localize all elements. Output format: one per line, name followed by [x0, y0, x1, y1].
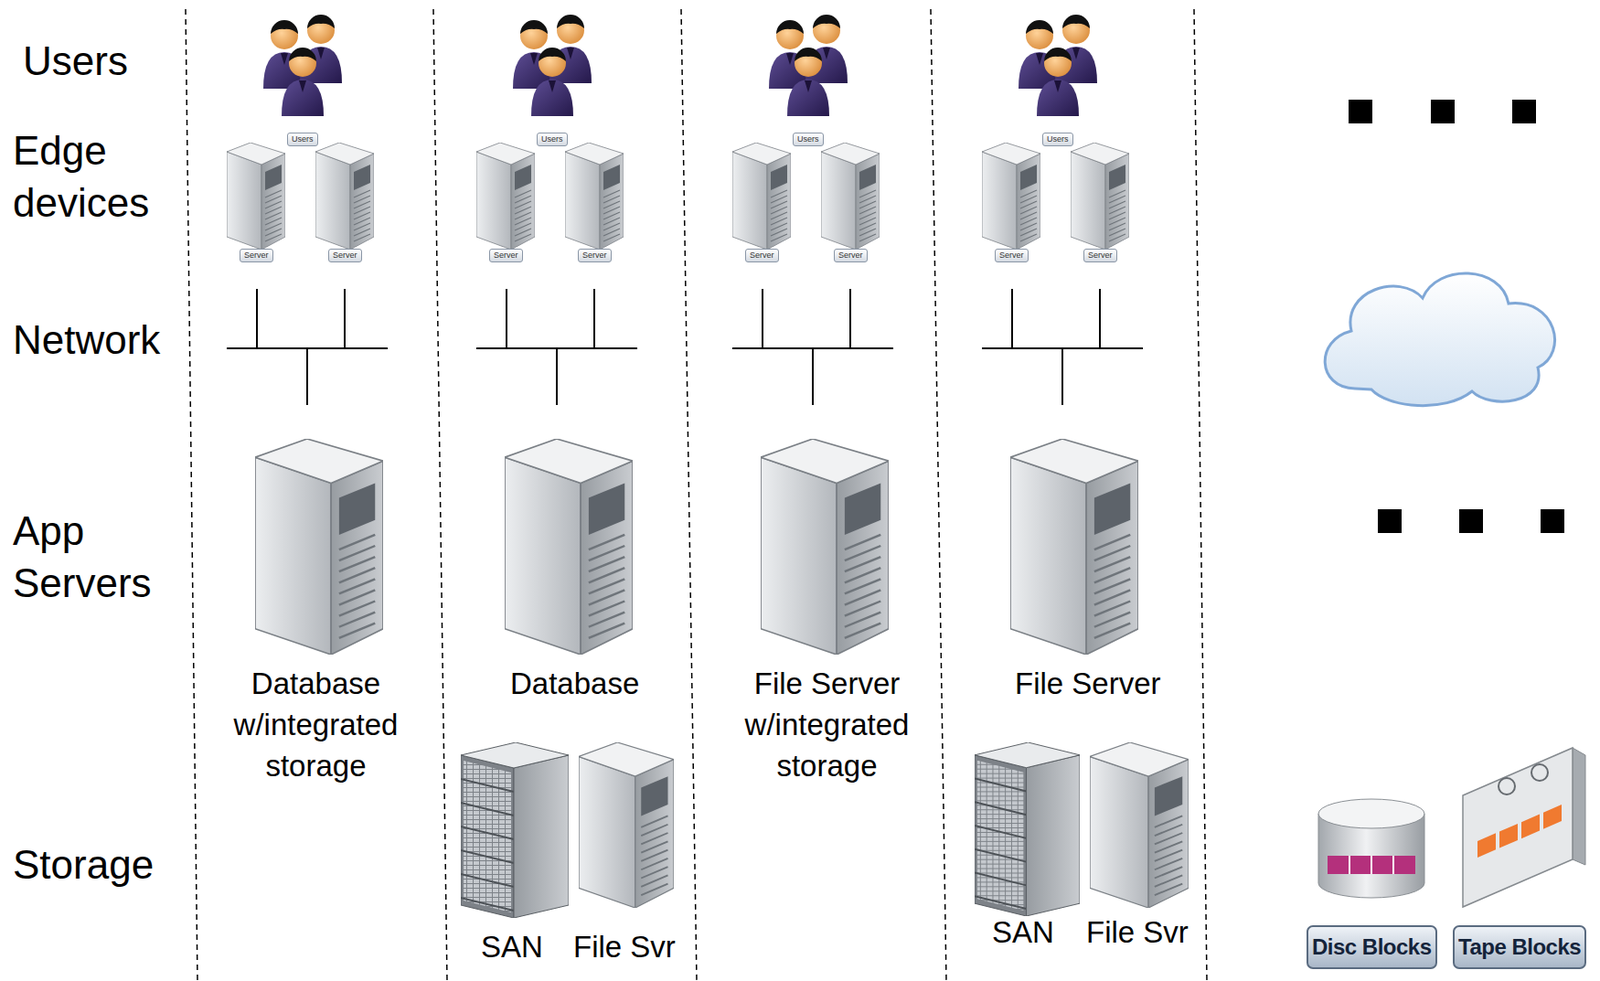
- user-tag: Users: [792, 132, 824, 147]
- file-server-icon: [578, 742, 674, 908]
- node-text: Disc Blocks: [1312, 934, 1432, 960]
- column-stack: [981, 14, 1143, 655]
- storage-caption: File Svr: [1086, 912, 1189, 953]
- file-server-icon: [1089, 742, 1189, 908]
- node-text: Server: [999, 250, 1024, 261]
- node-text: Server: [332, 250, 358, 261]
- node-text: Server: [244, 250, 269, 261]
- node-text: Server: [749, 250, 775, 261]
- server-caption: Database w/integrated storage: [217, 662, 415, 787]
- user-tag: Users: [1042, 132, 1074, 147]
- node-text: Tape Blocks: [1458, 934, 1581, 960]
- node-text: Server: [1088, 250, 1113, 261]
- storage-caption: SAN: [992, 912, 1055, 953]
- server-tag: Server: [239, 248, 274, 263]
- san-icon: [460, 742, 569, 918]
- server-tag: Server: [489, 248, 523, 263]
- node-text: Server: [582, 250, 608, 261]
- storage-block-label: Tape Blocks: [1452, 925, 1587, 970]
- column-stack: [732, 14, 894, 655]
- row-header: Users: [22, 38, 128, 85]
- node-text: Users: [797, 134, 820, 145]
- disc-icon: [1318, 799, 1425, 898]
- san-icon: [974, 742, 1080, 917]
- node-text: Users: [1046, 134, 1069, 145]
- row-header: Edge devices: [12, 124, 178, 229]
- server-caption: File Server: [1014, 662, 1162, 704]
- node-text: Server: [838, 250, 864, 261]
- row-header: App Servers: [12, 504, 178, 609]
- server-caption: Database: [510, 662, 640, 704]
- server-tag: Server: [328, 248, 363, 263]
- node-text: Users: [541, 134, 564, 145]
- storage-caption: File Svr: [573, 927, 676, 968]
- column-stack: [226, 14, 388, 655]
- row-header: Storage: [12, 842, 154, 888]
- column-stack: [476, 14, 638, 655]
- storage-block-label: Disc Blocks: [1306, 925, 1438, 970]
- user-tag: Users: [287, 132, 319, 147]
- row-header: Network: [12, 317, 160, 363]
- column-divider: [185, 9, 1207, 981]
- server-tag: Server: [994, 248, 1029, 263]
- tape-icon: [1462, 747, 1586, 907]
- storage-caption: SAN: [480, 927, 544, 968]
- server-tag: Server: [833, 248, 868, 263]
- user-tag: Users: [536, 132, 568, 147]
- node-text: Server: [493, 250, 519, 261]
- server-tag: Server: [745, 248, 779, 263]
- server-tag: Server: [577, 248, 612, 263]
- server-tag: Server: [1083, 248, 1118, 263]
- cloud-icon: [1324, 273, 1555, 406]
- server-caption: File Server w/integrated storage: [728, 662, 926, 787]
- node-text: Users: [291, 134, 314, 145]
